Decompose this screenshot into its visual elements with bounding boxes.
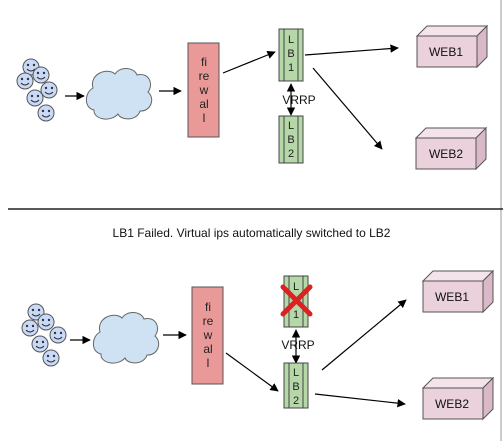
arrow-lb2-to-web2	[314, 393, 406, 408]
web1-label: WEB1	[429, 45, 463, 59]
lb2-char: B	[287, 134, 294, 146]
web2-server: WEB2	[414, 126, 488, 171]
lb1-char: 1	[288, 62, 294, 74]
firewall-char: l	[207, 356, 210, 370]
firewall-char: w	[199, 83, 209, 97]
user-face-icon	[37, 313, 55, 331]
user-face-icon	[40, 81, 58, 99]
lb2-char: 2	[293, 395, 299, 407]
firewall-char: re	[199, 69, 210, 83]
user-face-icon	[21, 319, 39, 337]
cloud-icon	[92, 312, 160, 364]
user-face-icon	[31, 335, 49, 353]
web1-server: WEB1	[415, 24, 489, 69]
web2-server: WEB2	[421, 376, 495, 421]
web2-label: WEB2	[429, 147, 463, 161]
lb2-box: L B 2	[283, 362, 309, 409]
arrow-firewall-to-lb1	[222, 50, 276, 74]
lb2-char: L	[288, 120, 294, 132]
firewall-char: w	[203, 328, 213, 342]
arrow-lb1-to-web2	[312, 67, 383, 150]
scenario-normal: fi re w al l L B 1 VRRP L B 2	[16, 24, 489, 171]
user-face-icon	[49, 326, 67, 344]
firewall-char: al	[199, 97, 208, 111]
users-group	[21, 303, 67, 367]
lb1-char: 1	[293, 309, 299, 321]
arrow-firewall-to-lb2	[225, 352, 279, 392]
scenario-failover: fi re w al l L 1 VRRP L B 2	[21, 269, 495, 421]
lb1-char: B	[287, 48, 294, 60]
lb1-char: L	[293, 281, 299, 293]
firewall-char: fi	[201, 55, 207, 69]
user-face-icon	[16, 72, 34, 90]
user-face-icon	[32, 66, 50, 84]
vrrp-label: VRRP	[282, 93, 315, 107]
firewall-char: l	[203, 111, 206, 125]
user-face-icon	[37, 104, 55, 122]
cloud-icon	[85, 68, 153, 120]
lb2-char: 2	[288, 148, 294, 160]
firewall-char: re	[203, 314, 214, 328]
firewall-char: al	[203, 342, 212, 356]
lb2-char: B	[292, 381, 299, 393]
lb2-char: L	[293, 367, 299, 379]
user-face-icon	[26, 89, 44, 107]
failover-caption: LB1 Failed. Virtual ips automatically sw…	[112, 226, 391, 240]
firewall-box: fi re w al l	[187, 42, 220, 138]
arrow-lb1-to-web1	[304, 44, 399, 56]
web1-server: WEB1	[421, 269, 495, 314]
lb1-box: L B 1	[278, 28, 304, 82]
arrow-lb2-to-web1	[321, 299, 407, 371]
web2-label: WEB2	[435, 397, 469, 411]
lb2-box: L B 2	[278, 115, 304, 164]
firewall-char: fi	[205, 300, 211, 314]
lb1-char: L	[288, 34, 294, 46]
fail-cross-icon	[280, 284, 313, 317]
firewall-box: fi re w al l	[191, 286, 224, 385]
user-face-icon	[42, 349, 60, 367]
users-group	[16, 58, 58, 122]
web1-label: WEB1	[435, 290, 469, 304]
lb1-box: L 1	[283, 275, 309, 328]
vrrp-label: VRRP	[281, 338, 314, 352]
